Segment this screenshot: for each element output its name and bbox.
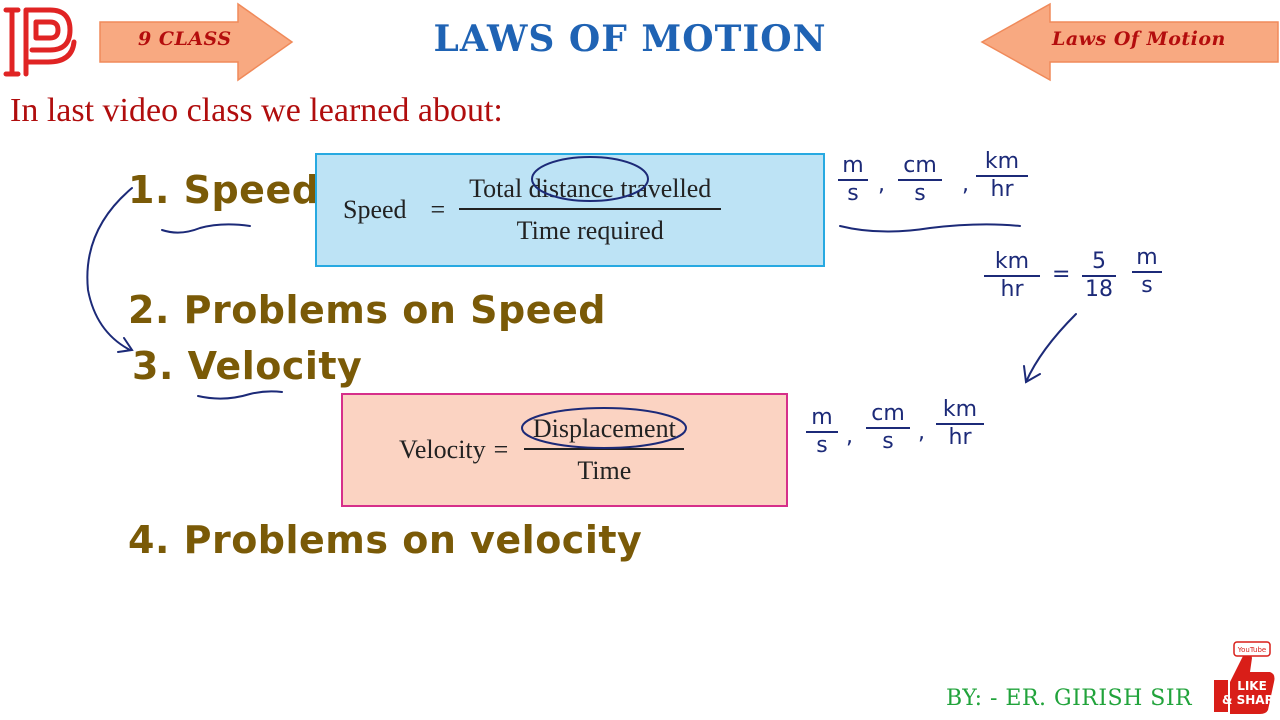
speed-velocity-link-arrow: [86, 187, 133, 351]
speed-fraction: Total distance travelled Time required: [459, 174, 722, 246]
speed-formula-box: Speed = Total distance travelled Time re…: [315, 153, 825, 267]
velocity-numerator: Displacement: [532, 414, 676, 443]
speed-denominator: Time required: [516, 216, 664, 245]
arrowhead: [117, 337, 134, 353]
velocity-underline: [197, 390, 283, 400]
like-badge-top: YouTube: [1237, 646, 1266, 654]
class-badge: 9 CLASS: [98, 2, 294, 82]
arrowhead: [1023, 365, 1041, 384]
speed-numerator: Total distance travelled: [469, 174, 712, 203]
page-title: LAWS OF MOTION: [433, 18, 827, 60]
share-label: & SHARE: [1222, 693, 1278, 707]
speed-underline: [161, 223, 251, 234]
velocity-denominator: Time: [577, 456, 632, 485]
topic-speed: 1. Speed: [128, 168, 320, 212]
fraction-bar: [524, 448, 685, 450]
topic-problems-velocity: 4. Problems on velocity: [128, 518, 643, 562]
speed-formula-lhs: Speed: [343, 195, 407, 224]
velocity-formula-equals: =: [493, 435, 509, 464]
velocity-fraction: Displacement Time: [524, 414, 685, 486]
fraction-bar: [459, 208, 722, 210]
speed-units-underline: [839, 223, 1021, 233]
chapter-badge-label: Laws Of Motion: [1052, 28, 1226, 50]
ip-logo-icon: [3, 7, 77, 77]
velocity-formula-box: Velocity = Displacement Time: [341, 393, 788, 507]
class-badge-label: 9 CLASS: [138, 28, 232, 50]
topic-problems-speed: 2. Problems on Speed: [128, 288, 606, 332]
intro-text: In last video class we learned about:: [10, 92, 503, 129]
like-label: LIKE: [1237, 679, 1267, 693]
velocity-formula-lhs: Velocity: [399, 435, 486, 464]
like-share-thumb-icon[interactable]: YouTube LIKE & SHARE: [1206, 640, 1278, 716]
author-credit: BY: - ER. GIRISH SIR: [946, 686, 1193, 711]
conversion-arrow: [1025, 313, 1077, 383]
topic-velocity: 3. Velocity: [132, 344, 363, 388]
speed-formula-equals: =: [430, 195, 446, 224]
chapter-badge: Laws Of Motion: [980, 2, 1280, 82]
